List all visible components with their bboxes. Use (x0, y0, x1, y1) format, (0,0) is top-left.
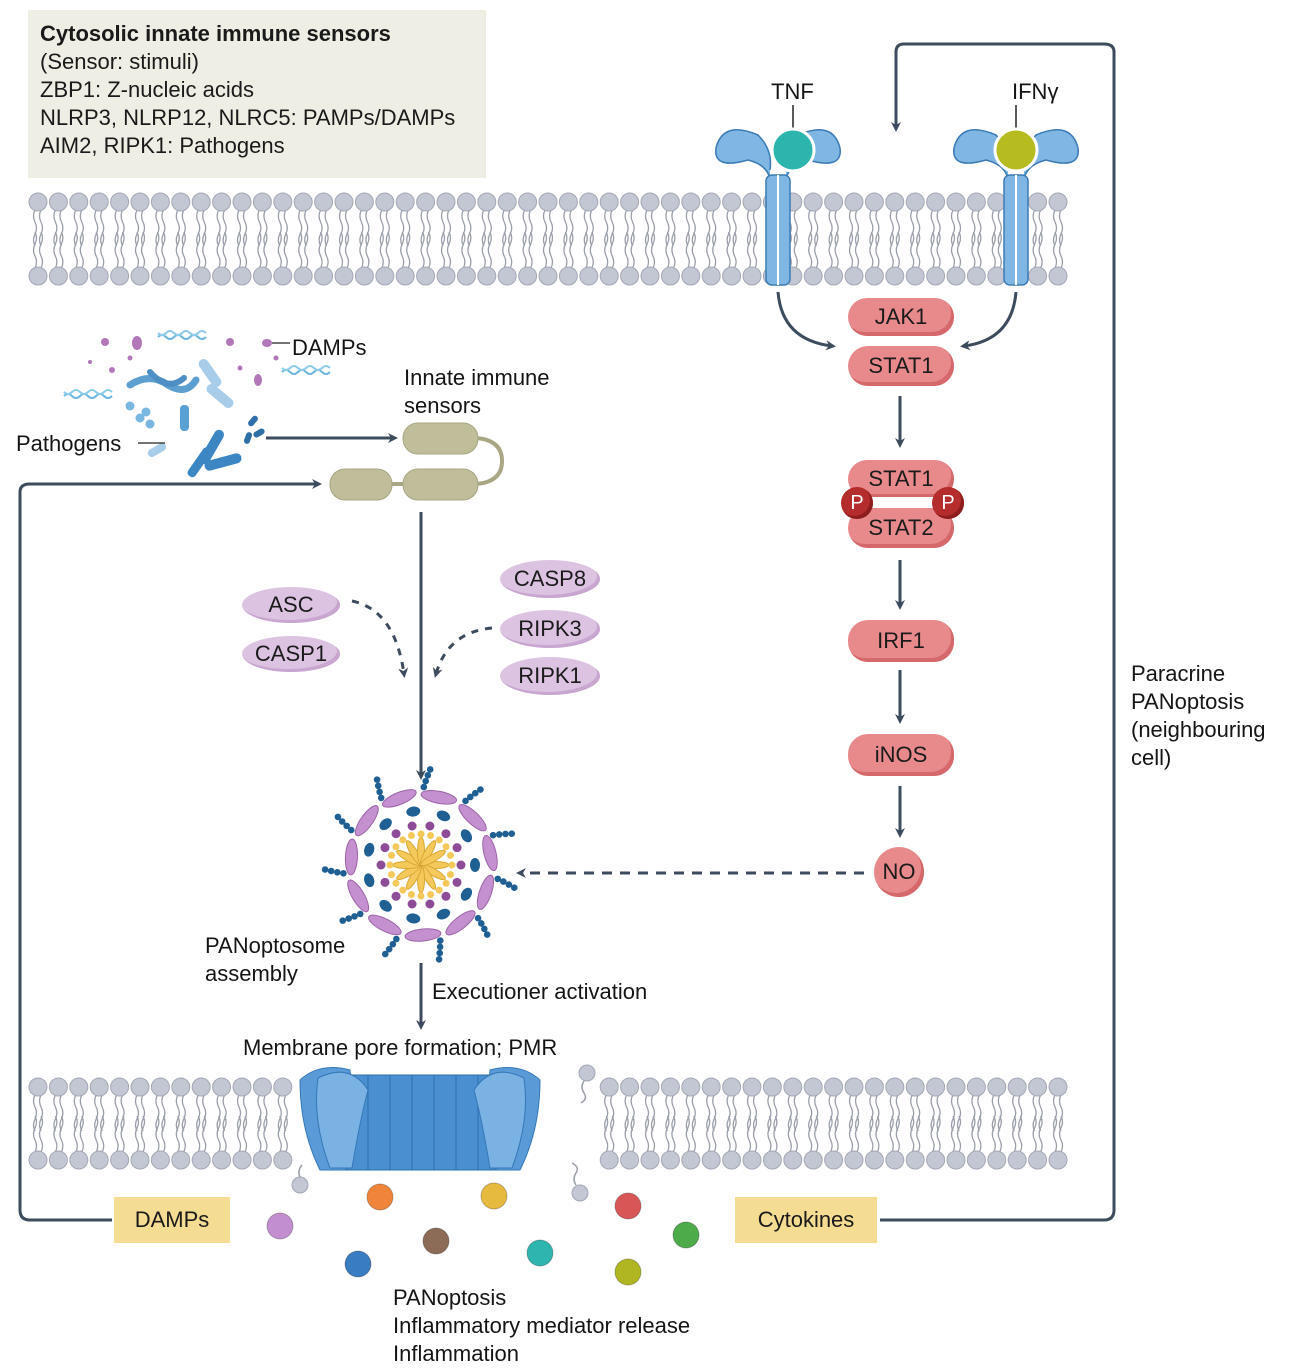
ifng-label: IFNγ (1012, 79, 1059, 104)
tnf-ligand (770, 127, 816, 173)
outcome-line: Inflammatory mediator release (393, 1313, 691, 1338)
released-lipids (291, 1064, 596, 1202)
adaptor-ripk3: RIPK3 (500, 610, 600, 648)
plasma-membrane-top (28, 192, 1068, 286)
paracrine-label-line: Paracrine (1131, 661, 1226, 686)
mediator-ball (526, 1239, 554, 1267)
executioner-label: Executioner activation (432, 979, 648, 1004)
legend-title: Cytosolic innate immune sensors (40, 21, 391, 46)
adaptor-casp1: CASP1 (242, 636, 340, 672)
sensors-label-line1: Innate immune (404, 365, 550, 390)
damps-feedback-arrow (18, 479, 322, 1222)
paracrine-label-line: PANoptosis (1131, 689, 1245, 714)
outcome-line: Inflammation (393, 1341, 519, 1366)
legend-line: NLRP3, NLRP12, NLRC5: PAMPs/DAMPs (40, 105, 456, 130)
mediator-ball (366, 1183, 394, 1211)
adaptor-ripk1: RIPK1 (500, 657, 600, 695)
cytokines-tag: Cytokines (735, 1197, 877, 1243)
paracrine-label-line: (neighbouring (1131, 717, 1266, 742)
phospho-right: P (932, 487, 964, 519)
asc-casp1-arrow (351, 599, 409, 678)
plasma-membrane-bottom (28, 1077, 1068, 1170)
outcome-line: PANoptosis (393, 1285, 507, 1310)
legend-line: AIM2, RIPK1: Pathogens (40, 133, 285, 158)
damps-label: DAMPs (292, 335, 367, 360)
irf1-protein: IRF1 (848, 620, 954, 662)
sensor-legend-box: Cytosolic innate immune sensors (Sensor:… (28, 10, 486, 178)
membrane-pore (299, 1067, 541, 1171)
ifng-to-stat-arrow (960, 291, 1018, 351)
sensors-label-line2: sensors (404, 393, 482, 418)
phospho-left: P (841, 487, 873, 519)
mediator-ball (614, 1258, 642, 1286)
mediator-ball (480, 1182, 508, 1210)
paracrine-feedback-arrow (880, 42, 1116, 1222)
mediator-ball (672, 1221, 700, 1249)
damps-tag: DAMPs (114, 1197, 230, 1243)
stat2-dimer-protein: STAT2 (848, 508, 954, 548)
pathogens-cluster (63, 330, 331, 478)
tnf-receptor (715, 129, 841, 286)
no-molecule: NO (874, 847, 924, 897)
mediator-ball (422, 1227, 450, 1255)
pore-label: Membrane pore formation; PMR (243, 1035, 558, 1060)
adaptor-casp8: CASP8 (500, 560, 600, 598)
tnf-label: TNF (771, 79, 814, 104)
innate-immune-sensor (329, 422, 505, 501)
inflammatory-mediators (266, 1182, 700, 1286)
panoptosome-label-line2: assembly (205, 961, 298, 986)
pathogens-label: Pathogens (16, 431, 122, 456)
stat1-protein: STAT1 (848, 346, 954, 386)
dimer-bridge (858, 497, 946, 505)
adaptor-asc: ASC (242, 587, 340, 623)
panoptosome-label-line1: PANoptosome (205, 933, 346, 958)
casp8-ripk-arrow (432, 626, 493, 678)
legend-subtitle: (Sensor: stimuli) (40, 49, 199, 74)
mediator-ball (266, 1212, 294, 1240)
jak1-protein: JAK1 (848, 298, 954, 336)
mediator-ball (614, 1192, 642, 1220)
paracrine-label-line: cell) (1131, 745, 1172, 770)
inos-protein: iNOS (848, 734, 954, 776)
panoptosome-complex (321, 766, 518, 963)
mediator-ball (344, 1250, 372, 1278)
ifng-ligand (993, 127, 1039, 173)
legend-line: ZBP1: Z-nucleic acids (40, 77, 254, 102)
tnf-to-stat-arrow (776, 291, 836, 351)
